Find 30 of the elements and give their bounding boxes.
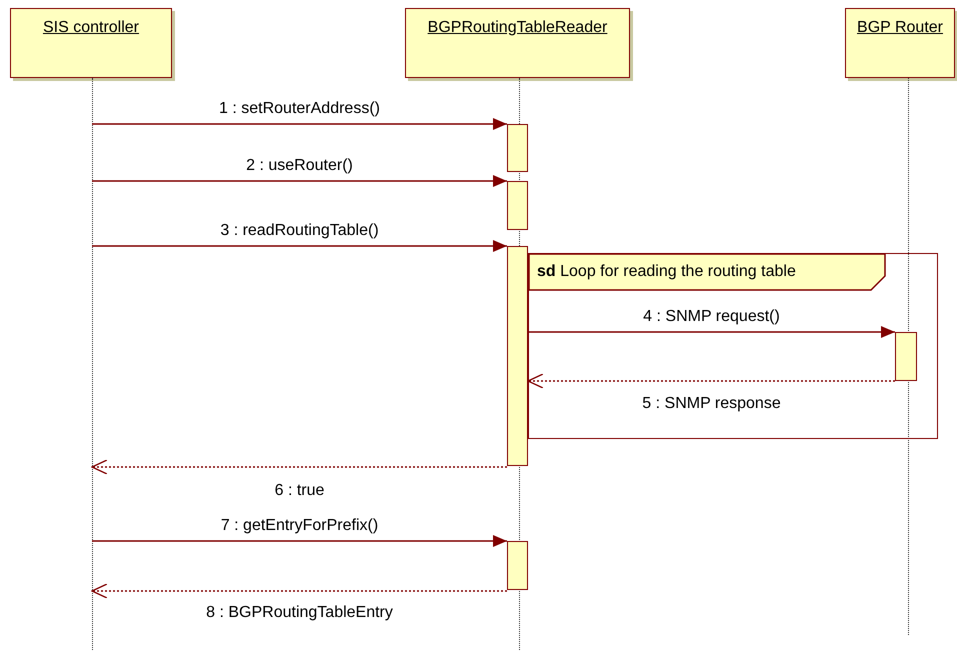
message-arrow bbox=[92, 240, 507, 252]
return-message-arrow bbox=[527, 373, 895, 389]
message-arrow bbox=[92, 118, 507, 130]
activation-bar bbox=[507, 246, 528, 466]
lifeline-name: BGPRoutingTableReader bbox=[428, 19, 608, 37]
lifeline-head bbox=[845, 8, 955, 78]
lifeline-name: SIS controller bbox=[42, 19, 140, 37]
message-arrow bbox=[92, 535, 507, 547]
message-label: 4 : SNMP request() bbox=[643, 308, 780, 326]
message-arrow bbox=[528, 326, 895, 338]
lifeline bbox=[92, 78, 94, 650]
lifeline-head bbox=[405, 8, 630, 78]
message-label: 1 : setRouterAddress() bbox=[219, 100, 380, 118]
message-label: 6 : true bbox=[274, 482, 324, 500]
message-arrow bbox=[92, 175, 507, 187]
lifeline-name: BGP Router bbox=[857, 19, 943, 37]
activation-bar bbox=[507, 181, 528, 230]
activation-bar bbox=[894, 332, 916, 380]
message-label: 8 : BGPRoutingTableEntry bbox=[206, 604, 393, 622]
loop-frame bbox=[528, 253, 938, 439]
return-message-arrow bbox=[91, 459, 507, 475]
activation-bar bbox=[507, 124, 528, 172]
lifeline-head bbox=[10, 8, 172, 78]
activation-bar bbox=[507, 541, 528, 590]
message-label: 3 : readRoutingTable() bbox=[220, 222, 379, 240]
message-label: 2 : useRouter() bbox=[246, 157, 353, 175]
message-label: 7 : getEntryForPrefix() bbox=[220, 517, 378, 535]
return-message-arrow bbox=[91, 583, 507, 599]
frame-title: sd Loop for reading the routing table bbox=[537, 263, 796, 281]
message-label: 5 : SNMP response bbox=[642, 395, 781, 413]
